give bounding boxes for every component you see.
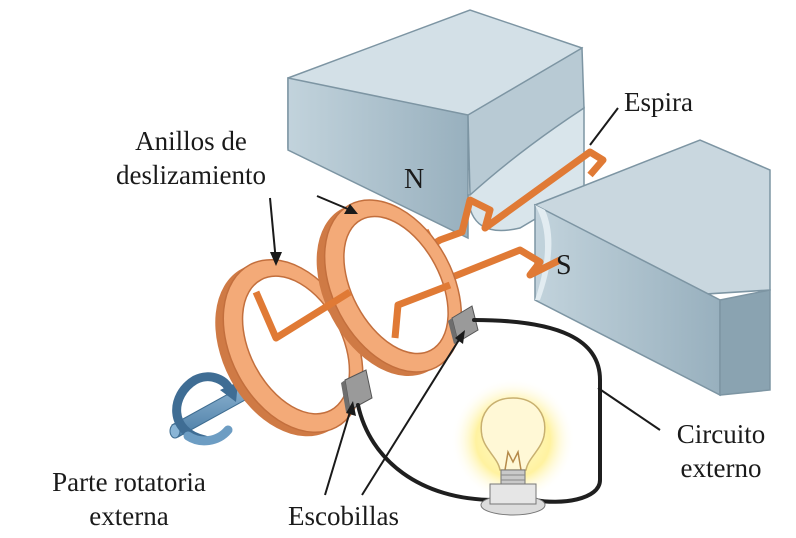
inner-wire bbox=[252, 281, 452, 342]
external-circuit bbox=[356, 318, 602, 504]
label-anillos-line1: Anillos de bbox=[135, 126, 247, 156]
label-circuito-line2: externo bbox=[680, 453, 762, 483]
leader-lines bbox=[269, 107, 661, 496]
light-bulb-icon bbox=[451, 378, 575, 516]
leader-arrowheads bbox=[270, 204, 465, 416]
label-pole-north: N bbox=[404, 164, 425, 195]
label-pole-south: S bbox=[556, 250, 572, 281]
label-escobillas: Escobillas bbox=[288, 501, 399, 531]
label-parte-line2: externa bbox=[89, 501, 169, 531]
rotation-arrow-icon bbox=[172, 372, 238, 446]
label-circuito-line1: Circuito bbox=[676, 419, 766, 449]
north-magnet bbox=[287, 9, 585, 240]
south-magnet bbox=[533, 139, 771, 397]
brush-right bbox=[448, 305, 479, 344]
label-espira: Espira bbox=[624, 87, 693, 117]
label-parte-line1: Parte rotatoria bbox=[52, 467, 206, 497]
brush-left bbox=[341, 369, 373, 412]
label-anillos-line2: deslizamiento bbox=[116, 160, 266, 190]
